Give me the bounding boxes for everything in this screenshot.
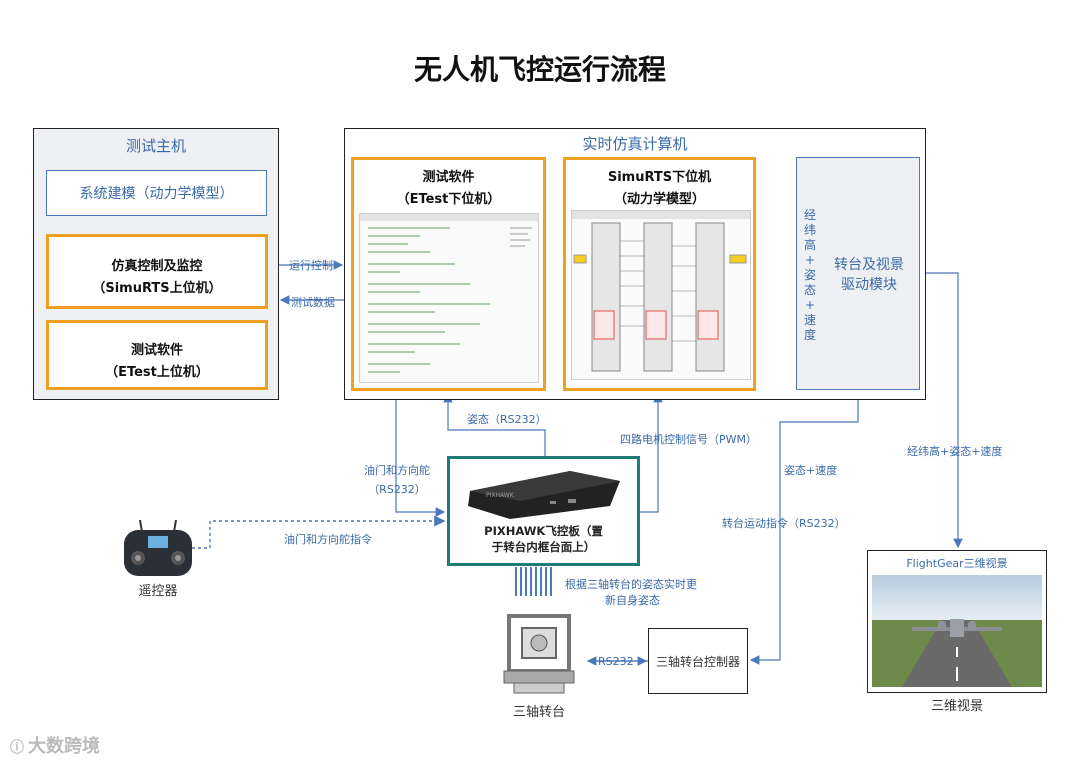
remote-controller-icon [118,518,198,580]
test-data-label: 测试数据 [291,296,335,309]
sim-control-line2: （SimuRTS上位机） [92,281,222,296]
simurts-target-box: SimuRTS下位机 （动力学模型） [563,157,756,391]
attitude-speed-label: 姿态+速度 [784,464,838,477]
etest-host-line2: （ETest上位机） [105,365,209,380]
view3d-caption: 三维视景 [930,699,983,714]
model-editor-screenshot [571,210,751,380]
vertical-signal-label: 经 纬 高 + 姿 态 + 速 度 [803,208,816,342]
pixhawk-box: PIXHAWK PIXHAWK飞控板（置 于转台内框台面上） [447,456,640,566]
flightgear-box: FlightGear三维视景 [867,550,1047,693]
etest-target-line1: 测试软件 [422,170,475,185]
drive-module-box: 经 纬 高 + 姿 态 + 速 度 转台及视景 驱动模块 [796,157,920,390]
test-host-title: 测试主机 [125,137,186,155]
flightgear-title: FlightGear三维视景 [906,557,1008,570]
simurts-target-line2: （动力学模型） [613,192,705,207]
lla-attitude-speed-label: 经纬高+姿态+速度 [907,445,1003,458]
svg-text:PIXHAWK: PIXHAWK [486,492,515,499]
etest-target-box: 测试软件 （ETest下位机） [351,157,546,391]
pixhawk-label: PIXHAWK飞控板（置 于转台内框台面上） [484,524,603,554]
system-modeling-box: 系统建模（动力学模型） [46,170,267,216]
remote-caption: 遥控器 [138,584,178,599]
code-lines-graphic [360,214,538,373]
rs232-label: RS232 [598,655,634,668]
attitude-rs232-label: 姿态（RS232） [467,413,547,426]
turntable-command-label: 转台运动指令（RS232） [722,517,846,530]
turntable-icon [494,606,584,696]
page-title: 无人机飞控运行流程 [413,53,666,86]
sim-control-line1: 仿真控制及监控 [111,259,203,274]
update-attitude-label: 根据三轴转台的姿态实时更 新自身姿态 [565,578,697,607]
watermark-logo-icon: ⓘ [10,740,24,756]
turntable-controller-box: 三轴转台控制器 [648,628,748,694]
etest-host-line1: 测试软件 [130,343,183,358]
drive-module-label: 转台及视景 驱动模块 [834,257,904,293]
flightgear-view-graphic [872,575,1042,687]
throttle-label: 油门和方向舵 （RS232） [364,464,430,496]
turntable-controller-label: 三轴转台控制器 [655,654,740,669]
realtime-title: 实时仿真计算机 [582,135,688,153]
sim-control-box: 仿真控制及监控 （SimuRTS上位机） [46,234,268,309]
pixhawk-board-graphic: PIXHAWK [468,471,620,519]
rc-command-label: 油门和方向舵指令 [284,533,372,546]
turntable-caption: 三轴转台 [512,705,565,720]
system-modeling-label: 系统建模（动力学模型） [79,186,234,202]
code-editor-screenshot [359,213,539,383]
pwm-label: 四路电机控制信号（PWM） [620,433,757,446]
simurts-target-line1: SimuRTS下位机 [607,170,712,185]
etest-host-box: 测试软件 （ETest上位机） [46,320,268,390]
etest-target-line2: （ETest下位机） [396,192,501,207]
run-control-label: 运行控制 [289,259,333,272]
model-blocks-graphic [572,211,750,372]
